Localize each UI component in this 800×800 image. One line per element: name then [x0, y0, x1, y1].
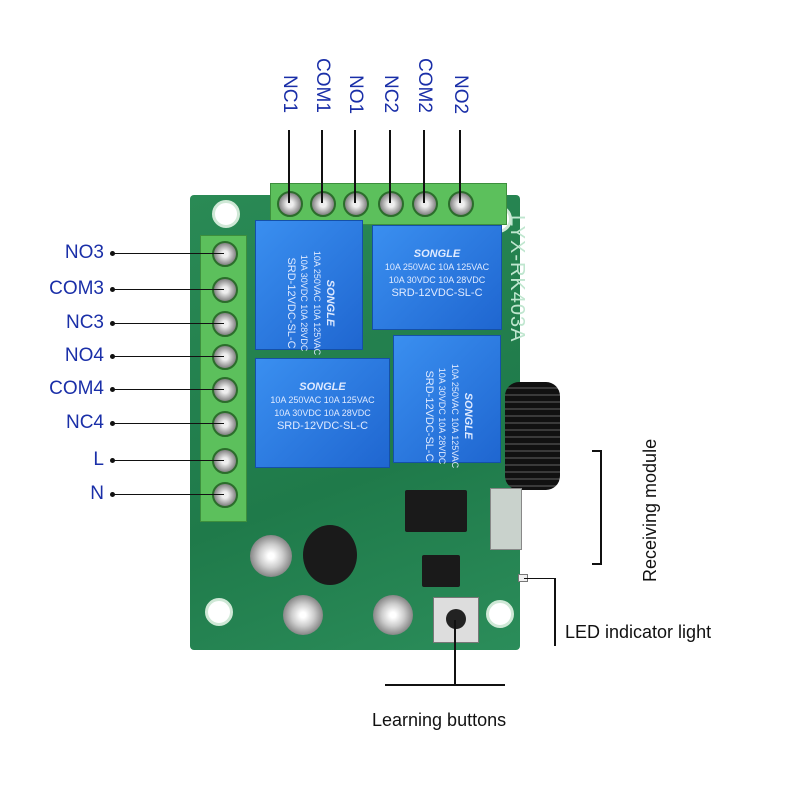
relay-rating: 10A 30VDC 10A 28VDC	[388, 275, 486, 285]
terminal-screw	[412, 191, 438, 217]
terminal-label-top: NO1	[345, 75, 366, 115]
capacitor	[373, 595, 413, 635]
button-leader	[385, 684, 505, 686]
terminal-screw	[277, 191, 303, 217]
leader-dot	[110, 354, 115, 359]
receiving-bracket-tick	[592, 563, 602, 565]
terminal-screw	[212, 377, 238, 403]
leader-dot	[110, 321, 115, 326]
receiver-module	[490, 488, 522, 550]
inductor	[303, 525, 357, 585]
terminal-leader	[288, 130, 290, 203]
terminal-leader	[112, 253, 224, 254]
relay-1: SONGLE 10A 250VAC 10A 125VAC 10A 30VDC 1…	[255, 220, 363, 355]
mount-hole	[212, 200, 240, 228]
relay-brand: SONGLE	[413, 248, 461, 260]
terminal-screw	[212, 241, 238, 267]
relay-rating: 10A 30VDC 10A 28VDC	[274, 408, 371, 418]
relay-brand: SONGLE	[299, 381, 346, 393]
terminal-screw	[212, 311, 238, 337]
relay-rating: 10A 250VAC 10A 125VAC	[384, 262, 490, 272]
terminal-label-top: COM2	[414, 58, 435, 113]
terminal-label-top: NC2	[380, 75, 401, 114]
terminal-screw	[448, 191, 474, 217]
relay-model: SRD-12VDC-SL-C	[391, 287, 483, 299]
terminal-label-top: COM1	[312, 58, 333, 113]
terminal-leader	[423, 130, 425, 203]
receiving-bracket	[600, 450, 602, 565]
terminal-leader	[112, 323, 224, 324]
relay-2: SONGLE 10A 250VAC 10A 125VAC 10A 30VDC 1…	[372, 225, 502, 330]
terminal-screw	[212, 448, 238, 474]
mount-hole	[486, 600, 514, 628]
led-leader	[554, 578, 556, 646]
terminal-label-top: NC1	[279, 75, 300, 114]
terminal-screw	[310, 191, 336, 217]
relay-model: SRD-12VDC-SL-C	[276, 420, 369, 432]
terminal-label-left: NO3	[64, 242, 104, 263]
terminal-label-left: NC3	[65, 312, 104, 333]
terminal-screw	[343, 191, 369, 217]
relay-model: SRD-12VDC-SL-C	[285, 257, 297, 349]
relay-rating: 10A 250VAC 10A 125VAC	[270, 395, 375, 405]
capacitor	[283, 595, 323, 635]
terminal-screw	[212, 344, 238, 370]
relay-rating: 10A 250VAC 10A 125VAC	[312, 250, 322, 356]
terminal-leader	[112, 423, 224, 424]
terminal-leader	[112, 356, 224, 357]
ic-chip	[422, 555, 460, 587]
relay-4: SONGLE 10A 250VAC 10A 125VAC 10A 30VDC 1…	[393, 335, 501, 468]
capacitor	[250, 535, 292, 577]
ic-chip	[405, 490, 467, 532]
learning-button[interactable]	[433, 597, 479, 643]
terminal-label-left: COM4	[49, 378, 104, 399]
leader-dot	[110, 492, 115, 497]
relay-brand: SONGLE	[324, 279, 336, 327]
relay-brand: SONGLE	[462, 392, 474, 440]
led-leader	[524, 578, 554, 579]
relay-model: SRD-12VDC-SL-C	[423, 370, 435, 462]
terminal-screw	[378, 191, 404, 217]
terminal-label-left: NC4	[65, 412, 104, 433]
relay-rating: 10A 250VAC 10A 125VAC	[450, 363, 460, 469]
terminal-leader	[321, 130, 323, 203]
terminal-label-left: COM3	[49, 278, 104, 299]
leader-dot	[110, 421, 115, 426]
board-marking: LYX-RK403A	[506, 215, 528, 343]
learning-buttons-label: Learning buttons	[372, 710, 507, 730]
terminal-label-left: NO4	[64, 345, 104, 366]
terminal-screw	[212, 411, 238, 437]
terminal-leader	[112, 494, 224, 495]
receiving-module-label: Receiving module	[640, 438, 660, 582]
terminal-screw	[212, 277, 238, 303]
antenna-coil	[505, 382, 560, 490]
relay-rating: 10A 30VDC 10A 28VDC	[437, 367, 447, 465]
terminal-leader	[354, 130, 356, 203]
terminal-leader	[112, 460, 224, 461]
mount-hole	[205, 598, 233, 626]
receiving-bracket-tick	[592, 450, 602, 452]
button-leader	[454, 620, 456, 685]
led-indicator-label: LED indicator light	[565, 622, 712, 642]
leader-dot	[110, 251, 115, 256]
terminal-label-top: NO2	[450, 75, 471, 115]
terminal-leader	[459, 130, 461, 203]
terminal-screw	[212, 482, 238, 508]
leader-dot	[110, 458, 115, 463]
terminal-label-left: L	[93, 449, 104, 470]
leader-dot	[110, 387, 115, 392]
leader-dot	[110, 287, 115, 292]
terminal-leader	[112, 389, 224, 390]
terminal-label-left: N	[90, 483, 104, 504]
terminal-leader	[112, 289, 224, 290]
relay-rating: 10A 30VDC 10A 28VDC	[299, 254, 309, 352]
relay-3: SONGLE 10A 250VAC 10A 125VAC 10A 30VDC 1…	[255, 358, 390, 468]
terminal-leader	[389, 130, 391, 203]
